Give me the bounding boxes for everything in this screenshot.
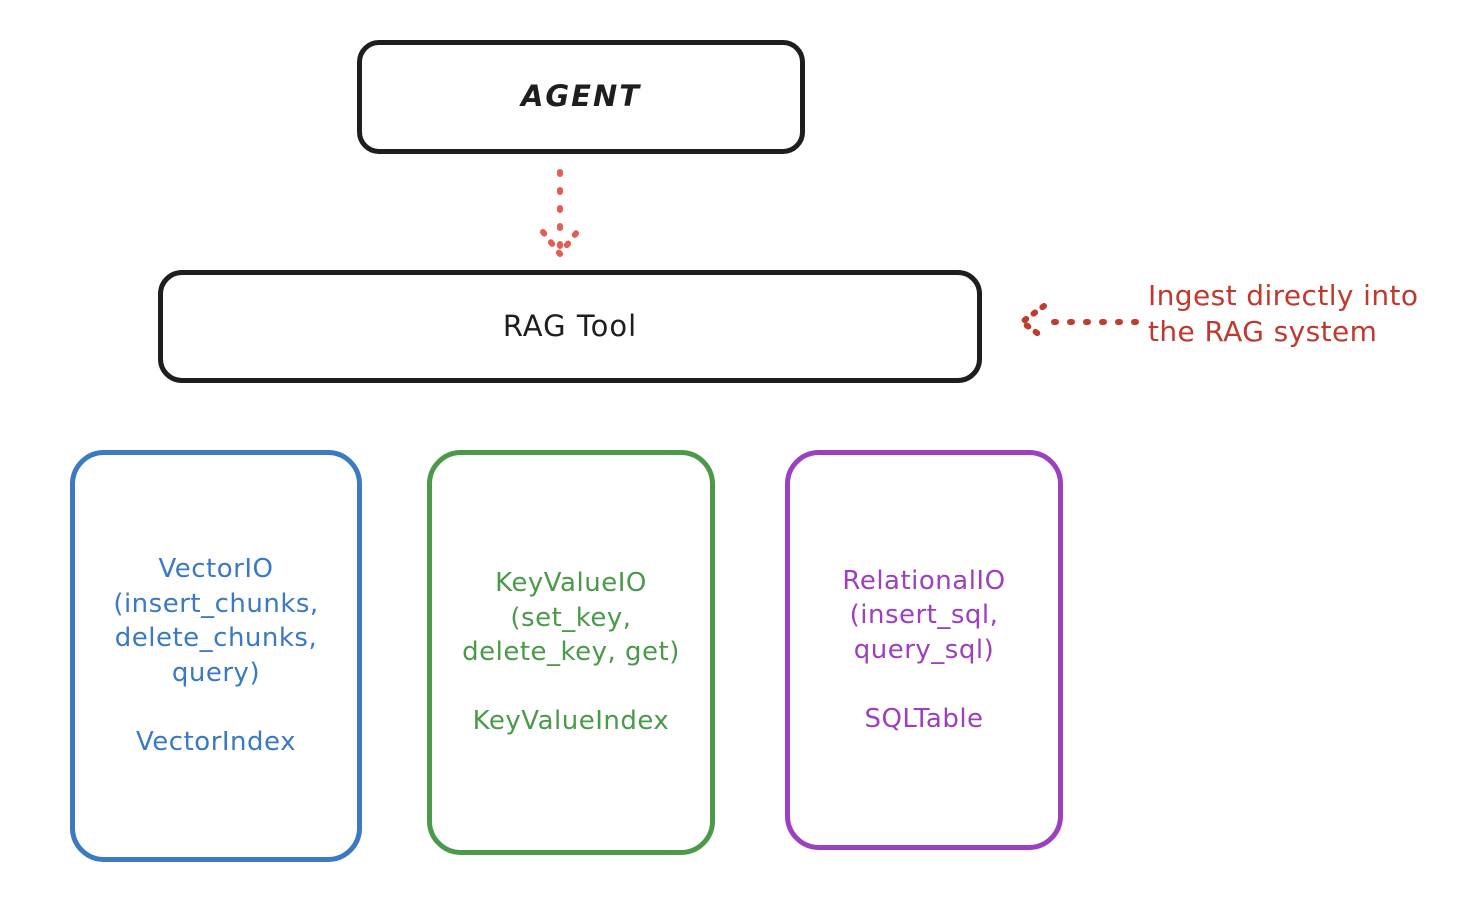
- arrowhead-down-icon: [540, 229, 580, 257]
- arrowhead-left-icon: [1019, 303, 1047, 341]
- annotation-ingest-directly: Ingest directly into the RAG system: [1148, 279, 1419, 349]
- node-agent-label: AGENT: [520, 79, 642, 114]
- connector-ingest-to-rag-tool-arrow: [1019, 303, 1139, 341]
- node-relational-io-label: RelationalIO (insert_sql, query_sql) SQL…: [842, 565, 1006, 734]
- node-vector-io[interactable]: VectorIO (insert_chunks, delete_chunks, …: [70, 450, 362, 862]
- node-rag-tool[interactable]: RAG Tool: [158, 270, 982, 383]
- connector-agent-to-rag-tool-arrow: [540, 169, 580, 257]
- node-key-value-io[interactable]: KeyValueIO (set_key, delete_key, get) Ke…: [427, 450, 715, 855]
- node-agent[interactable]: AGENT: [357, 40, 805, 154]
- node-relational-io[interactable]: RelationalIO (insert_sql, query_sql) SQL…: [785, 450, 1063, 850]
- node-key-value-io-label: KeyValueIO (set_key, delete_key, get) Ke…: [462, 568, 680, 737]
- node-rag-tool-label: RAG Tool: [502, 308, 638, 343]
- node-vector-io-label: VectorIO (insert_chunks, delete_chunks, …: [113, 554, 319, 758]
